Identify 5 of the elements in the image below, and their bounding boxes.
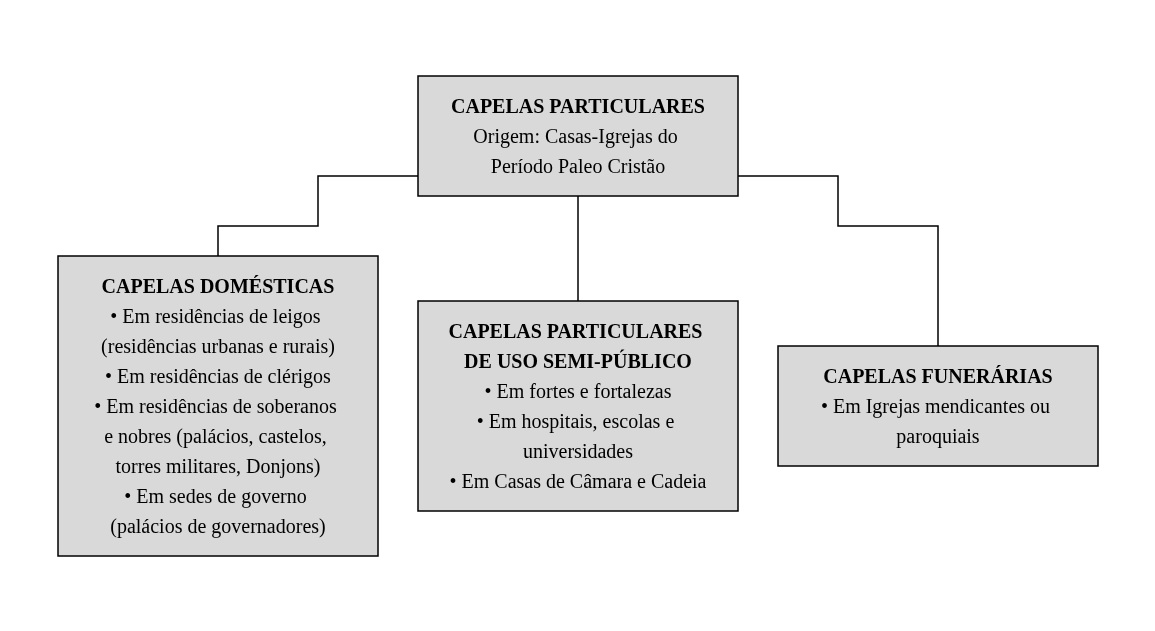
node-box: CAPELAS FUNERÁRIAS • Em Igrejas mendicantes ou paroquiais <box>776 344 1099 467</box>
node-box: CAPELAS PARTICULARES Origem: Casas-Igrejas do Período Paleo Cristão <box>416 74 739 197</box>
connector <box>576 194 579 302</box>
node-box: CAPELAS DOMÉSTICAS • Em residências de leigos (residências urbanas e rurais) • Em residências de clérigos • Em residências de soberanos e nobres (palácios, castelos, torres militares, Donjons) • Em sedes de governo (palácios de governadores) <box>56 254 379 557</box>
node-box: CAPELAS PARTICULARES DE USO SEMI-PÚBLICO • Em fortes e fortalezas • Em hospitais, escolas e universidades • Em Casas de Câmara e Cadeia <box>416 299 739 512</box>
